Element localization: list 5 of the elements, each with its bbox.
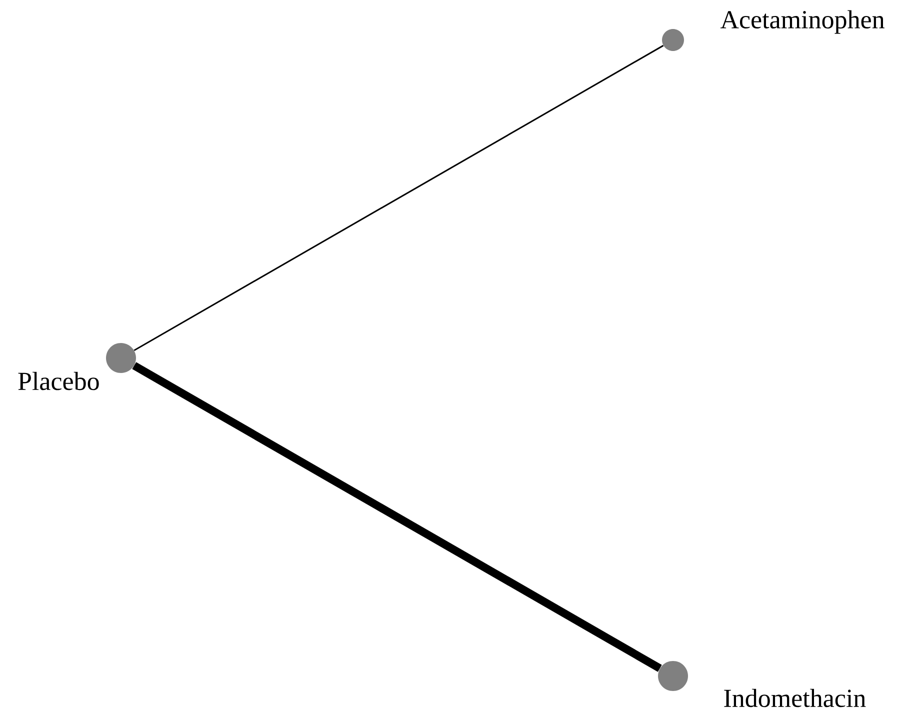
connecting-line	[132, 362, 662, 672]
node-label: Acetaminophen	[720, 10, 884, 34]
node-label: Indomethacin	[724, 688, 866, 708]
connecting-line	[134, 44, 664, 352]
node-label: Placebo	[18, 372, 99, 390]
